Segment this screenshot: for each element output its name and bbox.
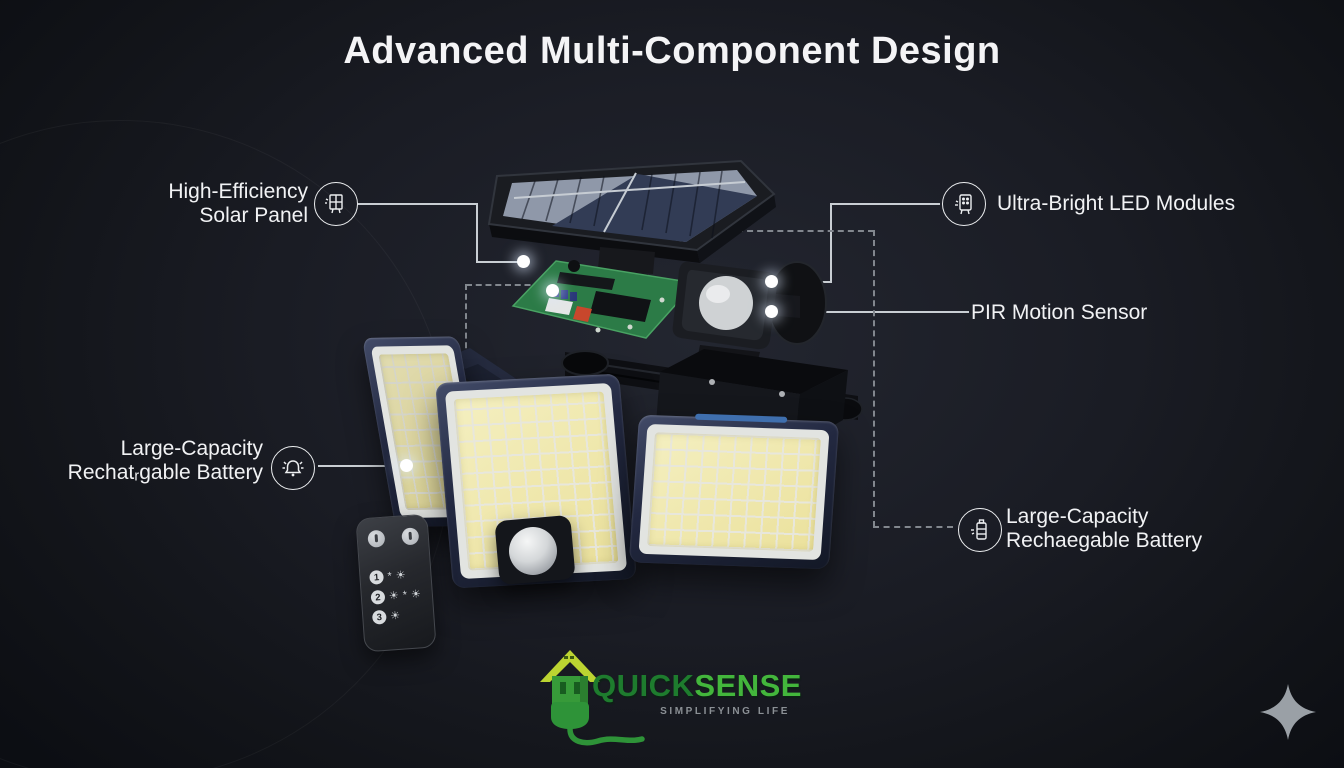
callout-dot-pcb bbox=[546, 284, 559, 297]
connector-line bbox=[358, 203, 478, 205]
connector-line bbox=[832, 203, 940, 205]
brand-logo: QUICKSENSE SIMPLIFYING LIFE bbox=[540, 650, 840, 750]
label-line: Large-Capacity bbox=[120, 437, 263, 460]
label-line: Rechaegable Battery bbox=[1006, 529, 1203, 552]
label-led-modules: Ultra-Bright LED Modules bbox=[997, 192, 1235, 216]
bell-alert-icon bbox=[271, 446, 315, 490]
sun-icon: ☀ bbox=[410, 587, 422, 601]
pir-dome bbox=[509, 527, 557, 575]
dashed-connector-line bbox=[465, 284, 467, 358]
label-line: Solar Panel bbox=[199, 204, 308, 227]
label-battery-right: Large-Capacity Rechaegable Battery bbox=[1006, 505, 1202, 553]
brand-sense: SENSE bbox=[694, 668, 802, 703]
connector-line bbox=[830, 203, 832, 283]
brand-tagline: SIMPLIFYING LIFE bbox=[660, 706, 790, 717]
sun-icon: ☀ bbox=[389, 609, 401, 622]
sparkle-icon bbox=[1260, 684, 1316, 740]
dashed-connector-line bbox=[466, 284, 550, 286]
brand-wordmark: QUICKSENSE bbox=[592, 668, 802, 704]
callout-dot-pir bbox=[765, 305, 778, 318]
mode-number-badge: 2 bbox=[370, 589, 386, 605]
star-icon: * bbox=[387, 569, 393, 583]
page-title: Advanced Multi-Component Design bbox=[343, 30, 1001, 72]
mode-number-badge: 3 bbox=[371, 609, 387, 625]
label-line: Rechatᵣgable Battery bbox=[67, 461, 263, 484]
dashed-connector-line bbox=[873, 526, 953, 528]
power-on-icon bbox=[367, 529, 386, 548]
callout-dot-led bbox=[765, 275, 778, 288]
sun-icon: ☀ bbox=[395, 568, 407, 582]
dashed-connector-line bbox=[737, 230, 874, 232]
mode-number-badge: 1 bbox=[369, 569, 385, 585]
label-battery-left: Large-Capacity Rechatᵣgable Battery bbox=[63, 437, 263, 485]
connector-line bbox=[476, 261, 518, 263]
battery-icon bbox=[958, 508, 1002, 552]
remote-control: 1 * ☀ 2 ☀ * ☀ 3 ☀ bbox=[355, 513, 437, 653]
connector-line bbox=[476, 203, 478, 263]
dashed-connector-line bbox=[873, 230, 875, 527]
solar-panel-icon bbox=[314, 182, 358, 226]
label-line: High-Efficiency bbox=[168, 180, 308, 203]
callout-dot-battery bbox=[400, 459, 413, 472]
connector-line bbox=[318, 465, 402, 467]
label-solar-panel: High-Efficiency Solar Panel bbox=[118, 180, 308, 228]
house-plug-logo-icon bbox=[540, 650, 645, 746]
star-icon: * bbox=[402, 588, 408, 602]
label-line: PIR Motion Sensor bbox=[971, 301, 1148, 324]
brand-quick: QUICK bbox=[592, 668, 695, 703]
led-module-icon bbox=[942, 182, 986, 226]
label-line: Large-Capacity bbox=[1006, 505, 1149, 528]
sun-icon: ☀ bbox=[388, 589, 400, 603]
callout-dot-solar bbox=[517, 255, 530, 268]
power-off-icon bbox=[401, 527, 420, 546]
label-line: Ultra-Bright LED Modules bbox=[997, 192, 1236, 215]
led-panel-bezel bbox=[638, 423, 830, 561]
led-array bbox=[647, 432, 821, 552]
led-panel-right bbox=[628, 413, 840, 570]
label-pir-sensor: PIR Motion Sensor bbox=[971, 301, 1147, 325]
